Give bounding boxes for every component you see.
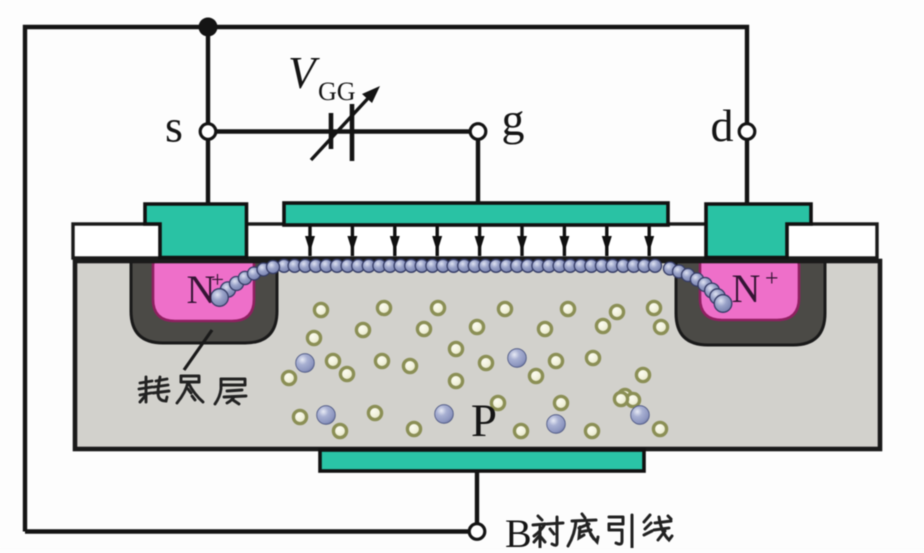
svg-text:P: P bbox=[471, 395, 497, 447]
svg-text:g: g bbox=[502, 94, 525, 145]
svg-text:V: V bbox=[288, 48, 320, 98]
svg-text:d: d bbox=[711, 100, 734, 151]
svg-text:s: s bbox=[165, 101, 183, 152]
svg-text:N: N bbox=[732, 266, 761, 311]
svg-text:GG: GG bbox=[318, 77, 356, 106]
svg-text:B: B bbox=[505, 511, 532, 548]
svg-text:+: + bbox=[211, 267, 224, 292]
svg-text:N: N bbox=[187, 267, 216, 312]
svg-text:+: + bbox=[765, 266, 779, 292]
